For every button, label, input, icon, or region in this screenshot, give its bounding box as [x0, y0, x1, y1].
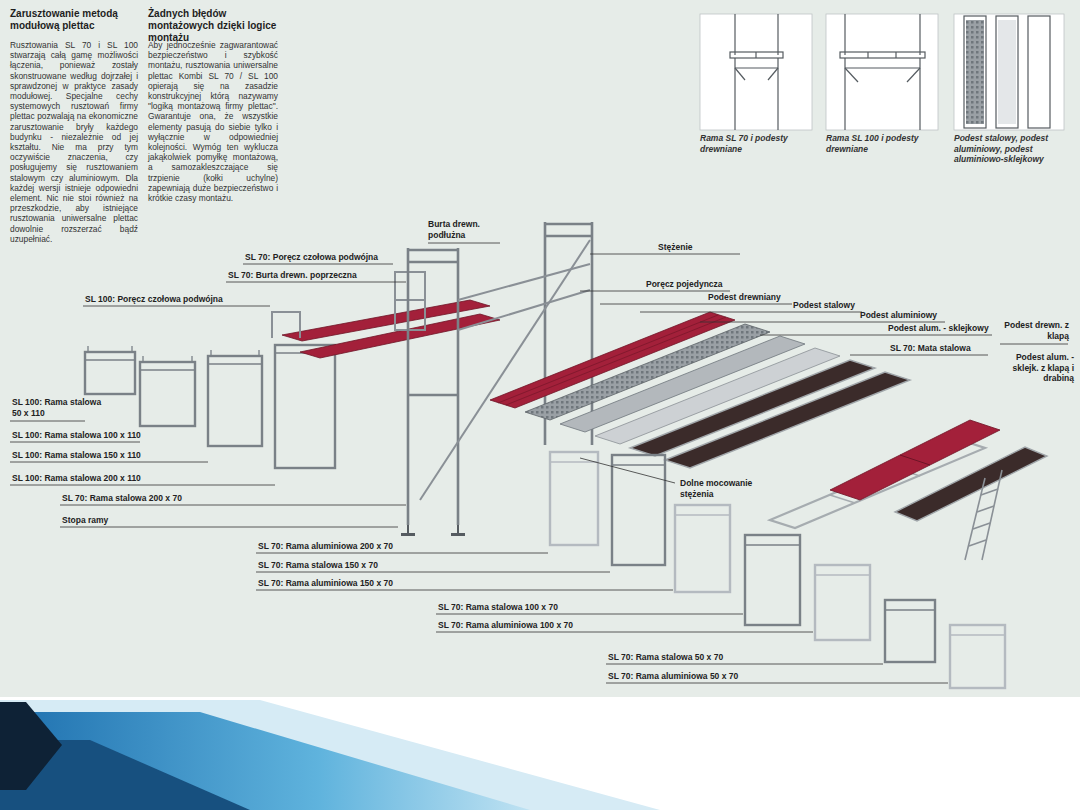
label-slot: SL 100: Rama stalowa 100 x 110	[12, 430, 141, 441]
label-slot: SL 70: Rama aluminiowa 150 x 70	[258, 578, 393, 589]
label-slot: SL 70: Rama stalowa 200 x 70	[62, 493, 182, 504]
label-slot: SL 70: Rama aluminiowa 50 x 70	[608, 671, 738, 682]
image-panel: Rama SL 100 i podesty drewniane	[826, 14, 938, 154]
label-slot: Podest aluminiowy	[860, 310, 937, 321]
label-slot: Aby jednocześnie zagwarantować bezpiecze…	[148, 40, 278, 203]
part-label: SL 70: Burta drewn. poprzeczna	[228, 270, 357, 281]
part-label: SL 70: Mata stalowa	[890, 343, 971, 354]
part-label: SL 100: Poręcz czołowa podwójna	[85, 294, 223, 305]
label-slot: Podest stalowy	[793, 300, 855, 311]
column-heading: Zarusztowanie metodą modułową plettac	[10, 8, 138, 32]
body-text: Aby jednocześnie zagwarantować bezpiecze…	[148, 40, 278, 203]
part-label: Stopa ramy	[62, 515, 108, 526]
part-label: Podest drewniany	[708, 292, 781, 303]
part-label: Stężenie	[658, 242, 693, 253]
part-label: SL 70: Rama stalowa 150 x 70	[258, 560, 378, 571]
label-slot: Podest drewniany	[708, 292, 781, 303]
part-label: SL 70: Rama stalowa 50 x 70	[608, 652, 723, 663]
label-slot: Podest alum. - sklejk. z klapą i drabiną	[1010, 352, 1074, 384]
column-heading: Żadnych błędów montażowych dzięki logice…	[148, 8, 278, 44]
label-slot: SL 100: Rama stalowa 50 x 110	[12, 397, 112, 418]
part-label: Podest stalowy	[793, 300, 855, 311]
label-slot: SL 70: Rama aluminiowa 100 x 70	[438, 620, 573, 631]
label-slot: SL 70: Burta drewn. poprzeczna	[228, 270, 357, 281]
label-slot: SL 70: Poręcz czołowa podwójna	[245, 252, 378, 263]
part-label: SL 70: Rama stalowa 100 x 70	[438, 602, 558, 613]
label-slot: Stężenie	[658, 242, 693, 253]
label-slot: Podest drewn. z klapą	[997, 320, 1069, 341]
part-label: SL 70: Rama stalowa 200 x 70	[62, 493, 182, 504]
part-label: SL 70: Rama aluminiowa 150 x 70	[258, 578, 393, 589]
part-label: SL 70: Rama aluminiowa 200 x 70	[258, 541, 393, 552]
part-label: SL 100: Rama stalowa 200 x 110	[12, 473, 141, 484]
label-slot: SL 70: Rama stalowa 50 x 70	[608, 652, 723, 663]
label-slot: Podest alum. - sklejkowy	[888, 323, 989, 334]
part-label: Podest drewn. z klapą	[997, 320, 1069, 341]
label-slot: Dolne mocowanie stężenia	[680, 478, 758, 499]
part-label: Burta drewn. podłużna	[428, 219, 500, 240]
part-label: SL 100: Rama stalowa 50 x 110	[12, 397, 112, 418]
label-slot: Żadnych błędów montażowych dzięki logice…	[148, 8, 278, 44]
part-label: SL 100: Rama stalowa 100 x 110	[12, 430, 141, 441]
label-slot: SL 70: Rama stalowa 150 x 70	[258, 560, 378, 571]
label-slot: SL 70: Mata stalowa	[890, 343, 971, 354]
part-label: Poręcz pojedyncza	[646, 279, 723, 290]
label-slot: Zarusztowanie metodą modułową plettac	[10, 8, 138, 32]
part-label: Podest alum. - sklejk. z klapą i drabiną	[1010, 352, 1074, 384]
part-label: Dolne mocowanie stężenia	[680, 478, 758, 499]
image-panel: Rama SL 70 i podesty drewniane	[700, 14, 812, 154]
image-panel: Podest stalowy, podest aluminiowy, podes…	[954, 14, 1066, 165]
panel-caption: Podest stalowy, podest aluminiowy, podes…	[954, 133, 1066, 165]
part-label: SL 70: Rama aluminiowa 100 x 70	[438, 620, 573, 631]
part-label: SL 100: Rama stalowa 150 x 110	[12, 450, 141, 461]
panel-caption: Rama SL 70 i podesty drewniane	[700, 133, 812, 154]
part-label: Podest aluminiowy	[860, 310, 937, 321]
label-slot: Poręcz pojedyncza	[646, 279, 723, 290]
label-slot: SL 100: Rama stalowa 200 x 110	[12, 473, 141, 484]
label-slot: Burta drewn. podłużna	[428, 219, 500, 240]
panel-caption: Rama SL 100 i podesty drewniane	[826, 133, 938, 154]
label-slot: SL 100: Poręcz czołowa podwójna	[85, 294, 223, 305]
label-slot: Stopa ramy	[62, 515, 108, 526]
part-label: SL 70: Poręcz czołowa podwójna	[245, 252, 378, 263]
label-slot: SL 70: Rama stalowa 100 x 70	[438, 602, 558, 613]
body-text: Rusztowania SL 70 i SL 100 stwarzają cał…	[10, 40, 138, 244]
part-label: SL 70: Rama aluminiowa 50 x 70	[608, 671, 738, 682]
label-slot: SL 70: Rama aluminiowa 200 x 70	[258, 541, 393, 552]
label-slot: SL 100: Rama stalowa 150 x 110	[12, 450, 141, 461]
part-label: Podest alum. - sklejkowy	[888, 323, 989, 334]
label-slot: Rusztowania SL 70 i SL 100 stwarzają cał…	[10, 40, 138, 244]
